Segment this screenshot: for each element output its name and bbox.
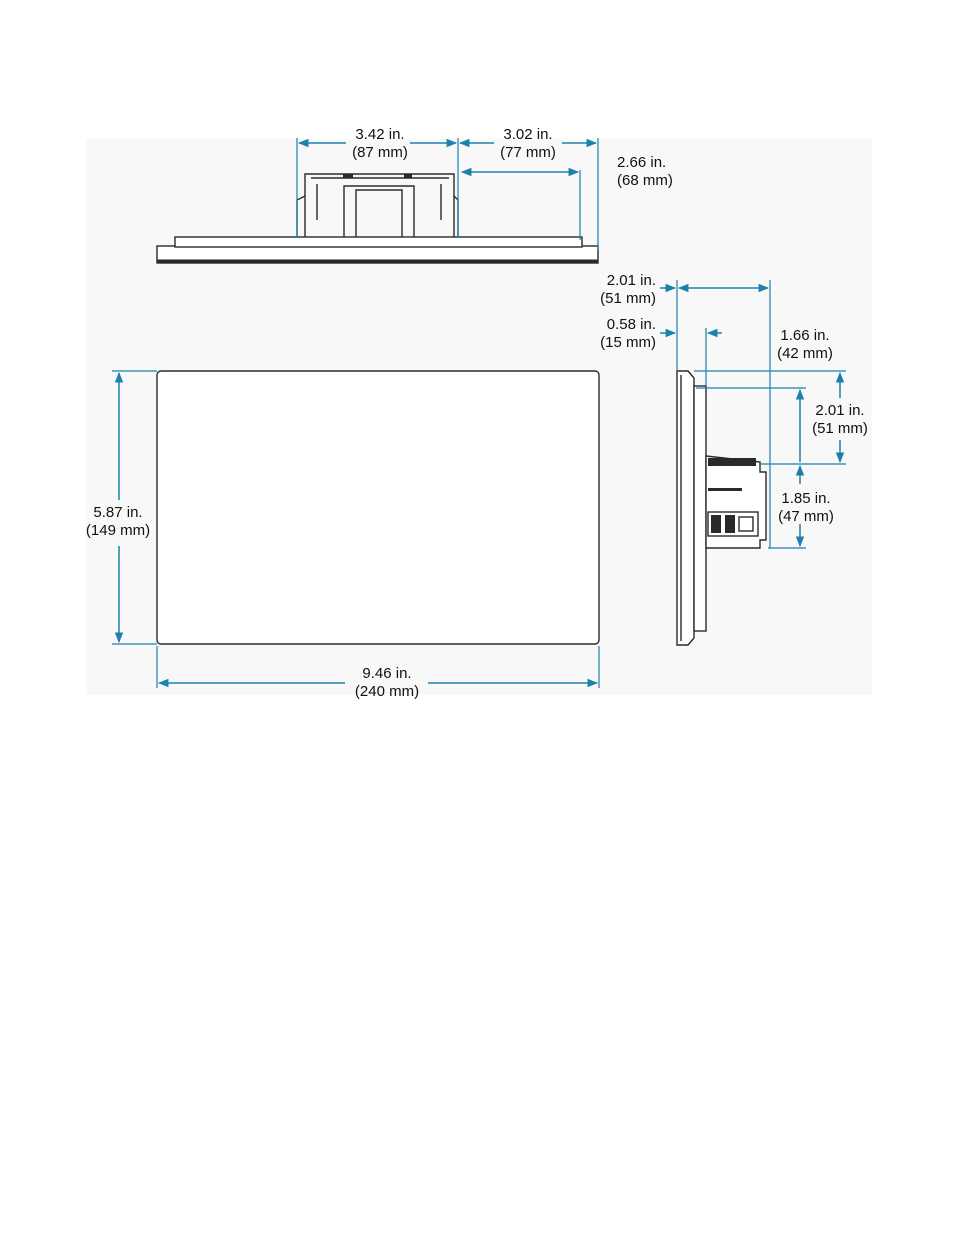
side-view: 2.01 in. (51 mm) 0.58 in. (15 mm) 1.66 i… bbox=[600, 272, 868, 646]
dimension-side-lower-height: 1.85 in. (47 mm) bbox=[768, 388, 834, 549]
front-width-metric: (240 mm) bbox=[355, 683, 419, 700]
rear-depth-imperial: 1.66 in. bbox=[780, 327, 829, 344]
dimension-depth-offset: 2.66 in. (68 mm) bbox=[460, 154, 673, 240]
front-height-imperial: 5.87 in. bbox=[93, 504, 142, 521]
bracket-width-metric: (87 mm) bbox=[352, 144, 408, 161]
upper-height-imperial: 2.01 in. bbox=[815, 402, 864, 419]
depth-offset-metric: (68 mm) bbox=[617, 172, 673, 189]
overall-depth-metric: (51 mm) bbox=[600, 290, 656, 307]
overall-depth-imperial: 2.01 in. bbox=[607, 272, 656, 289]
top-view-panel-outline bbox=[156, 236, 599, 264]
bracket-width-imperial: 3.42 in. bbox=[355, 126, 404, 143]
top-view-bracket bbox=[296, 173, 459, 237]
dimension-side-upper-height: 2.01 in. (51 mm) bbox=[694, 370, 868, 465]
right-offset-metric: (77 mm) bbox=[500, 144, 556, 161]
dimension-side-bezel-depth: 0.58 in. (15 mm) bbox=[600, 316, 722, 386]
front-width-imperial: 9.46 in. bbox=[362, 665, 411, 682]
top-view: 3.42 in. (87 mm) 3.02 in. (77 mm) 2.66 i… bbox=[156, 126, 673, 264]
right-offset-imperial: 3.02 in. bbox=[503, 126, 552, 143]
side-view-body bbox=[676, 370, 767, 646]
bezel-depth-imperial: 0.58 in. bbox=[607, 316, 656, 333]
dimension-right-offset: 3.02 in. (77 mm) bbox=[458, 126, 599, 250]
dimension-front-width: 9.46 in. (240 mm) bbox=[156, 646, 600, 700]
dimension-front-height: 5.87 in. (149 mm) bbox=[86, 370, 157, 645]
upper-height-metric: (51 mm) bbox=[812, 420, 868, 437]
lower-height-metric: (47 mm) bbox=[778, 508, 834, 525]
front-view-screen bbox=[156, 370, 600, 645]
front-height-metric: (149 mm) bbox=[86, 522, 150, 539]
bezel-depth-metric: (15 mm) bbox=[600, 334, 656, 351]
dimension-side-overall-depth: 2.01 in. (51 mm) bbox=[600, 272, 771, 548]
dimension-bracket-width: 3.42 in. (87 mm) bbox=[296, 126, 459, 238]
depth-offset-imperial: 2.66 in. bbox=[617, 154, 666, 171]
rear-depth-metric: (42 mm) bbox=[777, 345, 833, 362]
lower-height-imperial: 1.85 in. bbox=[781, 490, 830, 507]
front-view: 5.87 in. (149 mm) 9.46 in. (240 mm) bbox=[86, 370, 600, 700]
dimension-side-rear-depth: 1.66 in. (42 mm) bbox=[777, 327, 833, 362]
